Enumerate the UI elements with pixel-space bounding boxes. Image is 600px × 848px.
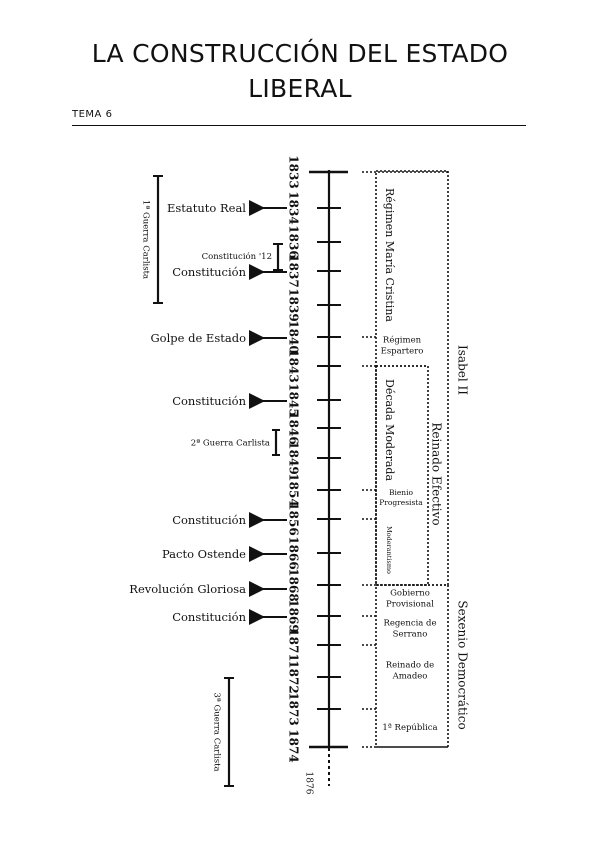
year-label-1834: 1834 <box>287 191 301 224</box>
year-label-1876: 1876 <box>304 772 314 795</box>
group-label: Sexenio Democrático <box>456 600 470 729</box>
event-label: Pacto Ostende <box>162 547 246 561</box>
year-label-1845: 1845 <box>287 383 301 416</box>
year-label-1843: 1843 <box>287 349 301 382</box>
year-label-1846: 1846 <box>287 411 301 444</box>
periods: Régimen María CristinaRégimenEsparteroDé… <box>379 188 437 733</box>
year-label-1840: 1840 <box>287 320 301 353</box>
event-label: Revolución Gloriosa <box>129 582 246 596</box>
year-label-1833: 1833 <box>287 155 301 188</box>
year-label-1836: 1836 <box>287 225 301 258</box>
year-ticks <box>317 207 341 710</box>
constitucion-12-label: Constitución '12 <box>202 251 272 262</box>
year-label-1854: 1854 <box>287 473 301 506</box>
year-label-1837: 1837 <box>287 254 301 287</box>
period-label: Amadeo <box>392 672 428 682</box>
period-label: Moderantismo <box>385 526 393 574</box>
year-label-1856: 1856 <box>287 502 301 535</box>
constitucion-12-bracket: Constitución '12 <box>202 243 283 271</box>
page-title: LA CONSTRUCCIÓN DEL ESTADO LIBERAL <box>0 36 600 106</box>
war-label: 2ª Guerra Carlista <box>191 439 270 449</box>
event-label: Constitución <box>172 610 246 624</box>
event-label: Constitución <box>172 394 246 408</box>
period-label: Regencia de <box>383 619 436 629</box>
year-label-1874: 1874 <box>287 729 301 762</box>
year-label-1868: 1868 <box>287 568 301 601</box>
year-label-1872: 1872 <box>287 660 301 693</box>
period-label: Régimen <box>383 335 422 346</box>
year-label-1873: 1873 <box>287 692 301 725</box>
header-divider <box>72 125 526 126</box>
war-label: 1ª Guerra Carlista <box>141 200 151 279</box>
group-label: Reinado Efectivo <box>430 422 444 525</box>
event-label: Constitución <box>172 265 246 279</box>
period-label: 1ª República <box>382 722 437 733</box>
year-label-1869: 1869 <box>287 599 301 632</box>
period-label: Bienio <box>389 488 414 497</box>
page-title-line-1: LA CONSTRUCCIÓN DEL ESTADO <box>91 39 509 68</box>
period-label: Década Moderada <box>383 379 396 481</box>
year-label-1839: 1839 <box>287 288 301 321</box>
carlist-wars: 1ª Guerra Carlista 2ª Guerra Carlista 3ª G… <box>141 175 280 787</box>
period-label: Régimen María Cristina <box>383 188 396 322</box>
period-label: Progresista <box>379 498 423 507</box>
event-label: Estatuto Real <box>167 201 246 215</box>
period-label: Gobierno <box>390 589 430 599</box>
period-label: Provisional <box>386 600 434 610</box>
war-label: 3ª Guerra Carlista <box>212 692 222 771</box>
period-label: Espartero <box>381 347 424 357</box>
topic-label: TEMA 6 <box>72 109 113 120</box>
year-label-1849: 1849 <box>287 441 301 474</box>
group-label: Isabel II <box>456 345 470 395</box>
event-label: Constitución <box>172 513 246 527</box>
period-label: Serrano <box>393 630 428 640</box>
year-label-1871: 1871 <box>287 628 301 661</box>
period-label: Reinado de <box>386 661 434 671</box>
year-label-1866: 1866 <box>287 536 301 569</box>
page-title-line-2: LIBERAL <box>248 74 352 103</box>
event-label: Golpe de Estado <box>151 331 247 345</box>
year-labels: 1833 183418361837183918401843184518461849… <box>287 155 314 794</box>
